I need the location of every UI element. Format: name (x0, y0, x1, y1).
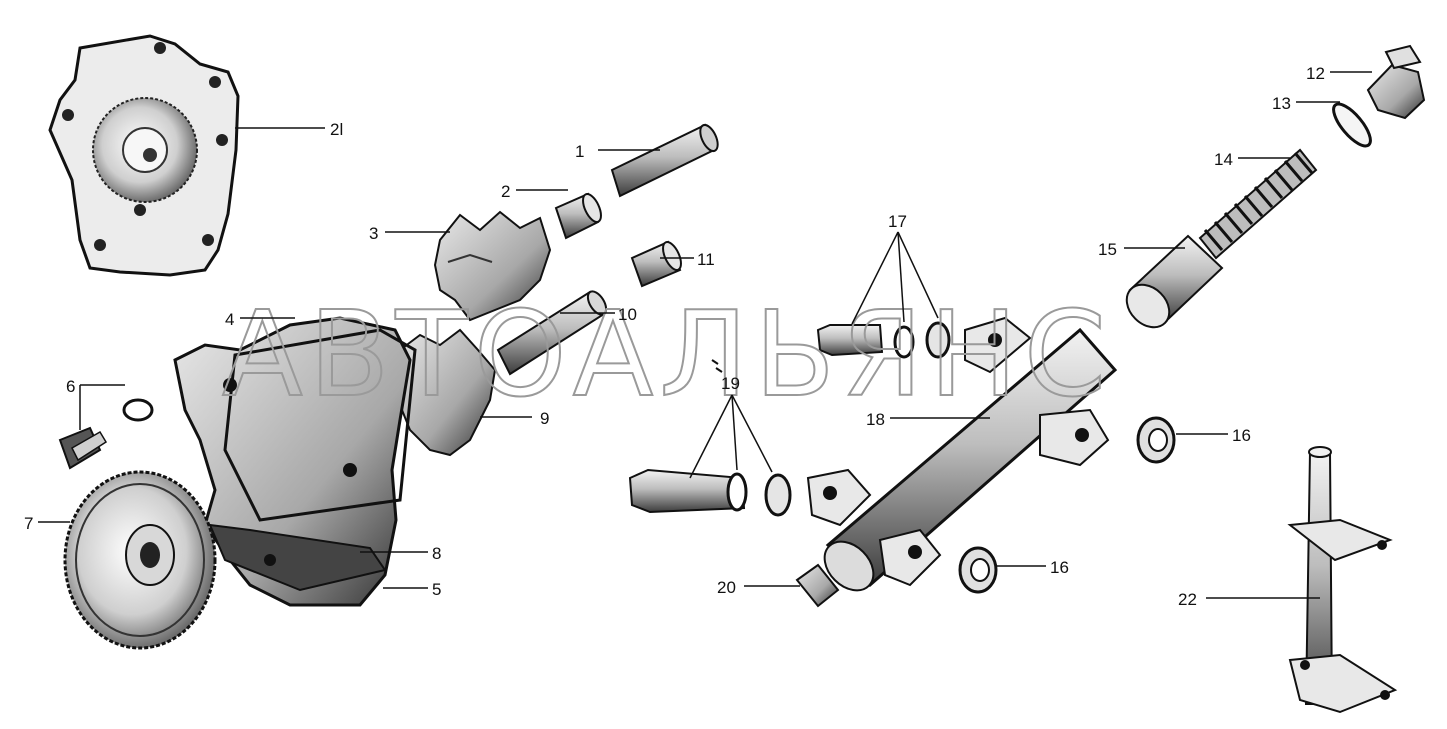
callout-12: 12 (1306, 64, 1325, 83)
part-9-driven-gear (393, 328, 497, 457)
part-14-spring (1198, 148, 1318, 260)
part-17-fasteners (816, 321, 951, 359)
callout-13: 13 (1272, 94, 1291, 113)
part-5-pump-body (173, 316, 417, 607)
callout-2: 2 (501, 182, 510, 201)
callout-16-lower: 16 (1050, 558, 1069, 577)
part-4-gasket (223, 328, 417, 522)
callout-19: 19 (721, 374, 740, 393)
part-6-bolt (58, 398, 154, 470)
callout-labels: 1 2 3 4 5 6 7 8 9 10 11 12 13 14 15 16 1… (24, 64, 1325, 609)
callout-20: 20 (717, 578, 736, 597)
callout-9: 9 (540, 409, 549, 428)
part-2-bushing (554, 192, 602, 240)
callout-11: 11 (697, 250, 715, 269)
callout-4: 4 (225, 310, 234, 329)
callout-15: 15 (1098, 240, 1117, 259)
part-8-lower-plate (208, 523, 387, 592)
callout-16-upper: 16 (1232, 426, 1251, 445)
callout-18: 18 (866, 410, 885, 429)
leader-lines (38, 71, 1372, 599)
callout-5: 5 (432, 580, 441, 599)
callout-3: 3 (369, 224, 378, 243)
part-13-washer (1332, 102, 1372, 148)
part-22-pipe (1287, 446, 1398, 714)
callout-22: 22 (1178, 590, 1197, 609)
callout-14: 14 (1214, 150, 1233, 169)
part-19-bolt-set (628, 359, 792, 517)
part-21-pump-cover (48, 34, 240, 277)
watermark-text: АВТОАЛЬЯНС (222, 285, 1112, 423)
callout-10: 10 (618, 305, 637, 324)
part-7-drive-gear (63, 470, 217, 650)
part-16-seal-lower (958, 546, 998, 594)
callout-17: 17 (888, 212, 907, 231)
part-3-pump-gear (433, 210, 552, 322)
part-12-plug (1366, 44, 1426, 120)
callout-8: 8 (432, 544, 441, 563)
part-1-shaft-pin (610, 123, 719, 198)
part-15-plunger (1125, 234, 1224, 329)
part-20-plug (795, 563, 840, 608)
part-16-seal-upper (1136, 416, 1176, 464)
callout-7: 7 (24, 514, 33, 533)
part-18-valve-body (806, 316, 1118, 592)
callout-6: 6 (66, 377, 75, 396)
part-11-bushing (630, 240, 682, 288)
callout-21: 2l (330, 120, 343, 139)
callout-1: 1 (575, 142, 584, 161)
